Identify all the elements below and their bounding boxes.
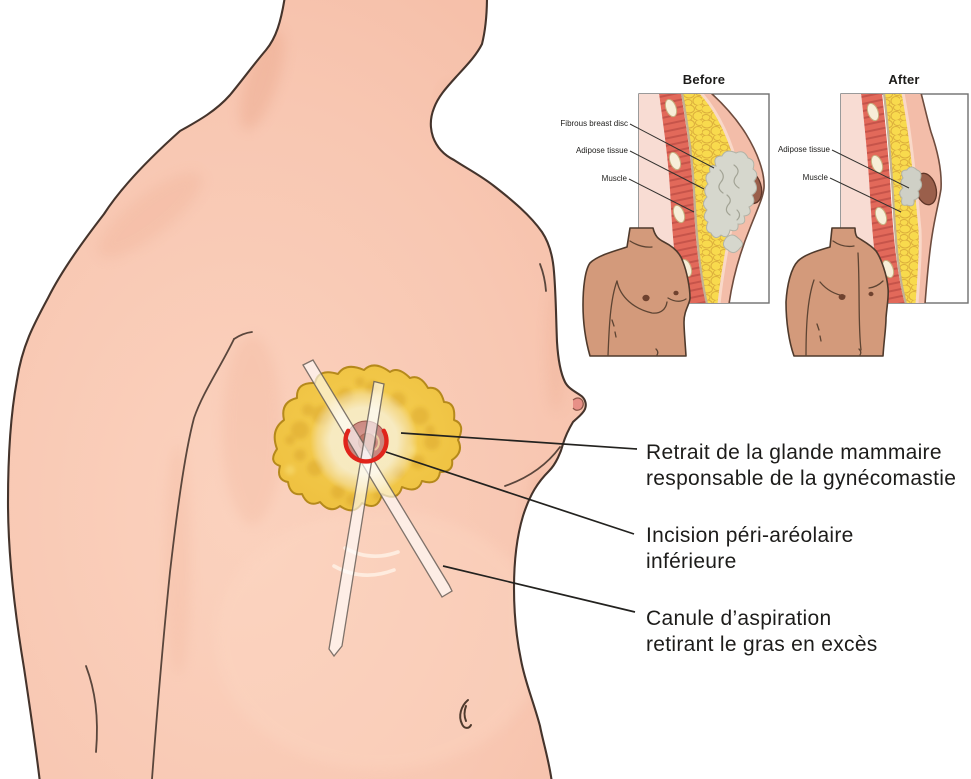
arm-contour-line bbox=[151, 338, 235, 779]
after-label-adipose: Adipose tissue bbox=[778, 145, 831, 154]
label-gland-line1: Retrait de la glande mammaire bbox=[646, 441, 942, 464]
elbow-crease bbox=[85, 665, 98, 753]
before-muscle-layer bbox=[659, 94, 707, 303]
leader-lines bbox=[385, 432, 638, 613]
before-label-muscle: Muscle bbox=[602, 174, 628, 183]
before-label-adipose: Adipose tissue bbox=[576, 146, 629, 155]
after-muscle-layer bbox=[861, 94, 905, 303]
shoulder-crease bbox=[539, 263, 547, 292]
french-labels: Retrait de la glande mammaire responsabl… bbox=[646, 441, 956, 656]
cannula-2 bbox=[328, 380, 385, 658]
after-fibrous-remnant bbox=[899, 166, 923, 207]
after-torso-nipple-left bbox=[838, 294, 846, 300]
after-torso-nipple-right bbox=[868, 291, 874, 297]
after-panel: After Adipose tissue Muscle bbox=[778, 72, 969, 357]
before-fibrous-disc bbox=[703, 150, 758, 239]
label-cannula-line2: retirant le gras en excès bbox=[646, 633, 878, 656]
after-leaders bbox=[829, 149, 910, 213]
underbreast-crease bbox=[504, 446, 561, 487]
leader-cannula bbox=[442, 565, 636, 613]
label-incision-line2: inférieure bbox=[646, 550, 737, 573]
before-panel: Before bbox=[560, 72, 770, 357]
after-title: After bbox=[888, 72, 919, 87]
cannula-1 bbox=[302, 359, 453, 598]
fibrous-texture bbox=[718, 164, 741, 221]
leader-incision bbox=[385, 451, 635, 535]
label-cannula-line1: Canule d’aspiration bbox=[646, 607, 831, 630]
navel bbox=[459, 699, 472, 729]
armpit-crease bbox=[233, 331, 253, 340]
after-inset-torso bbox=[785, 227, 890, 357]
label-incision-line1: Incision péri-aréolaire bbox=[646, 524, 854, 547]
label-gland-line2: responsable de la gynécomastie bbox=[646, 467, 956, 490]
main-torso-figure bbox=[6, 0, 587, 779]
after-ribs bbox=[866, 102, 895, 279]
before-inset-torso bbox=[582, 227, 691, 357]
nipple-profile bbox=[572, 397, 584, 411]
before-cross-section bbox=[639, 94, 765, 303]
after-label-muscle: Muscle bbox=[803, 173, 829, 182]
before-torso-nipple-left bbox=[642, 294, 650, 302]
surgical-site bbox=[272, 359, 463, 658]
before-torso-nipple-right bbox=[673, 290, 679, 296]
before-skin-layer bbox=[701, 94, 765, 303]
before-title: Before bbox=[683, 72, 725, 87]
before-label-fibrous: Fibrous breast disc bbox=[560, 119, 628, 128]
leader-gland bbox=[400, 432, 638, 450]
body-contour-lines bbox=[85, 263, 561, 779]
peri-areolar-incision-ring bbox=[343, 428, 389, 464]
liposuction-cannulas bbox=[302, 359, 453, 658]
before-leaders bbox=[628, 123, 715, 213]
